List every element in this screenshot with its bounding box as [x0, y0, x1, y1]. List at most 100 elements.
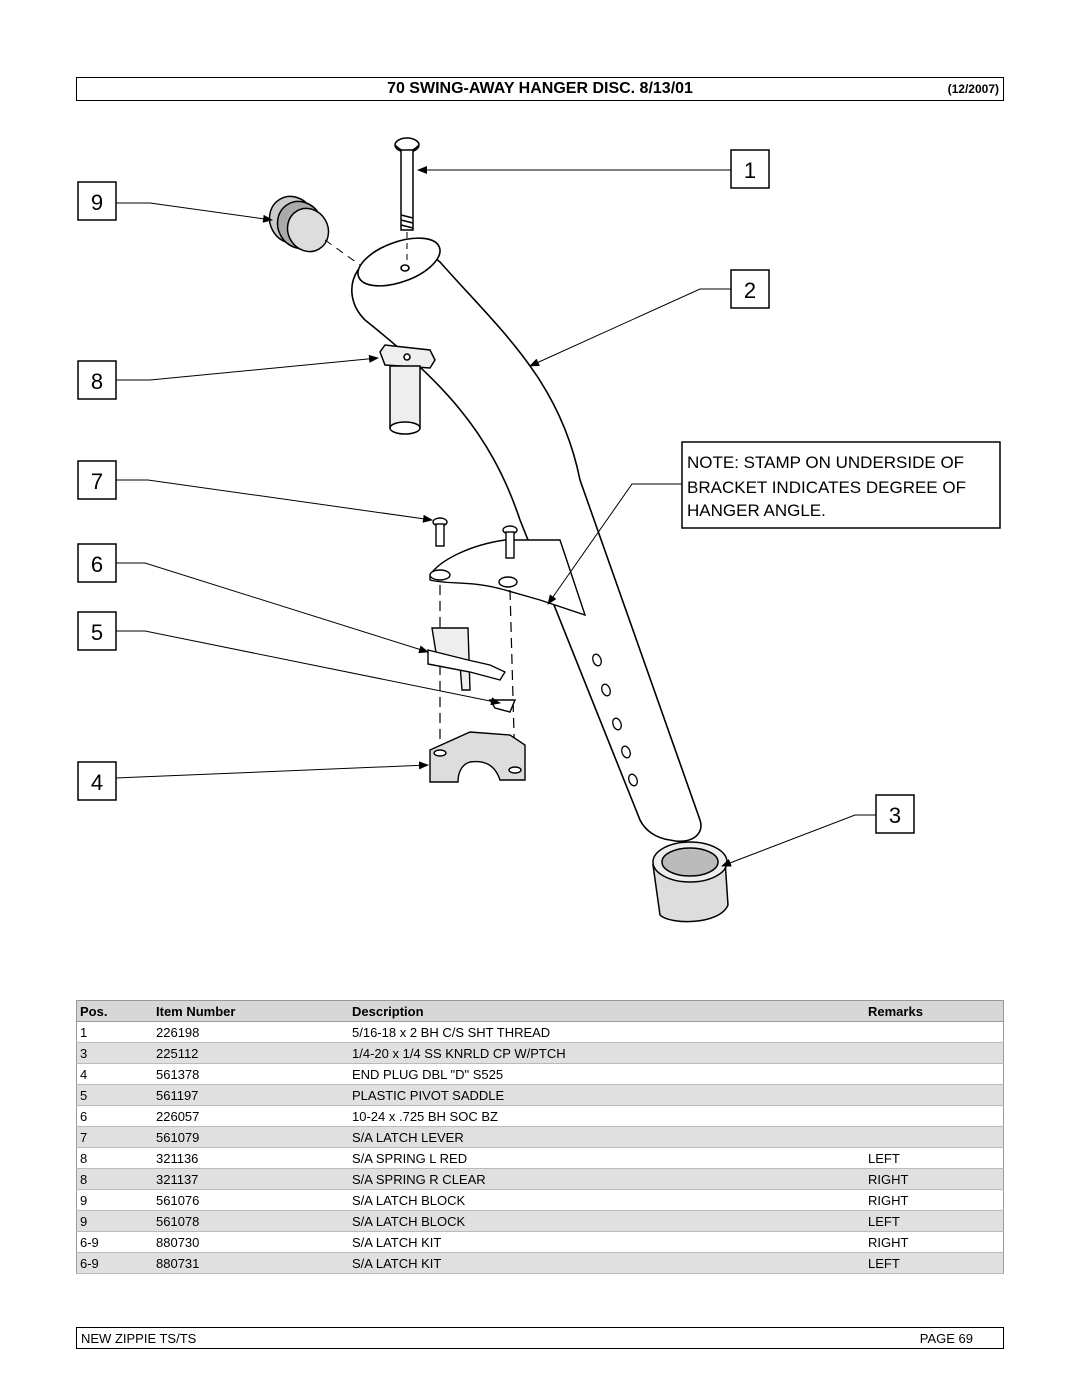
pivot-saddle [429, 731, 526, 783]
cell-remarks [865, 1126, 1004, 1148]
svg-text:1: 1 [744, 158, 756, 183]
bushing [652, 841, 729, 923]
cell-pos: 4 [76, 1063, 153, 1085]
cell-item-number: 561078 [153, 1210, 349, 1232]
svg-text:5: 5 [91, 620, 103, 645]
svg-text:4: 4 [91, 770, 103, 795]
cell-remarks [865, 1042, 1004, 1064]
note-line-3: HANGER ANGLE. [687, 501, 826, 520]
cell-description: PLASTIC PIVOT SADDLE [349, 1084, 865, 1106]
end-plug [268, 195, 330, 253]
cell-item-number: 561079 [153, 1126, 349, 1148]
cell-description: S/A LATCH LEVER [349, 1126, 865, 1148]
latch-block [427, 627, 517, 713]
tube-holes [592, 653, 638, 787]
callout-8: 8 [77, 354, 379, 400]
cell-pos: 6-9 [76, 1231, 153, 1253]
svg-text:3: 3 [889, 803, 901, 828]
cell-item-number: 561076 [153, 1189, 349, 1211]
col-remarks: Remarks [865, 1000, 1004, 1022]
cell-remarks: LEFT [865, 1147, 1004, 1169]
exploded-parts-diagram: 1 2 3 4 5 6 7 8 9 [77, 137, 1001, 923]
callout-9: 9 [77, 181, 273, 223]
revision-date: (12/2007) [947, 82, 999, 96]
callout-3: 3 [721, 794, 915, 867]
cell-item-number: 321136 [153, 1147, 349, 1169]
cell-description: S/A SPRING L RED [349, 1147, 865, 1169]
cell-pos: 9 [76, 1210, 153, 1232]
cell-remarks [865, 1063, 1004, 1085]
cell-pos: 1 [76, 1021, 153, 1043]
note-line-2: BRACKET INDICATES DEGREE OF [687, 478, 966, 497]
cell-remarks: LEFT [865, 1210, 1004, 1232]
cell-pos: 3 [76, 1042, 153, 1064]
cell-pos: 7 [76, 1126, 153, 1148]
cell-item-number: 321137 [153, 1168, 349, 1190]
cell-item-number: 880731 [153, 1252, 349, 1274]
cell-remarks: RIGHT [865, 1168, 1004, 1190]
note-line-1: NOTE: STAMP ON UNDERSIDE OF [687, 453, 964, 472]
col-description: Description [349, 1000, 865, 1022]
cell-item-number: 225112 [153, 1042, 349, 1064]
parts-table-header: Pos. Item Number Description Remarks [76, 1000, 1004, 1022]
callout-6: 6 [77, 543, 429, 654]
svg-text:6: 6 [91, 552, 103, 577]
footer-page: PAGE 69 [919, 1331, 973, 1346]
page-title: 70 SWING-AWAY HANGER DISC. 8/13/01 [387, 80, 693, 97]
cell-item-number: 561197 [153, 1084, 349, 1106]
cell-item-number: 561378 [153, 1063, 349, 1085]
cell-remarks [865, 1021, 1004, 1043]
bolt [394, 137, 420, 231]
cell-description: END PLUG DBL "D" S525 [349, 1063, 865, 1085]
cell-description: S/A LATCH KIT [349, 1231, 865, 1253]
col-item-number: Item Number [153, 1000, 349, 1022]
hanger-tube [351, 237, 702, 842]
cell-item-number: 226198 [153, 1021, 349, 1043]
callout-1: 1 [417, 149, 770, 189]
cell-remarks [865, 1084, 1004, 1106]
cell-pos: 8 [76, 1168, 153, 1190]
cell-description: S/A SPRING R CLEAR [349, 1168, 865, 1190]
footer: NEW ZIPPIE TS/TS PAGE 69 [76, 1327, 1004, 1349]
footer-product: NEW ZIPPIE TS/TS [81, 1331, 197, 1346]
cell-item-number: 226057 [153, 1105, 349, 1127]
cell-remarks: RIGHT [865, 1231, 1004, 1253]
svg-text:7: 7 [91, 469, 103, 494]
cell-pos: 5 [76, 1084, 153, 1106]
col-pos: Pos. [76, 1000, 153, 1022]
svg-text:8: 8 [91, 369, 103, 394]
cap-plug [379, 344, 436, 435]
callout-2: 2 [529, 269, 770, 367]
svg-text:2: 2 [744, 278, 756, 303]
callout-4: 4 [77, 761, 429, 801]
title-bar: 70 SWING-AWAY HANGER DISC. 8/13/01 (12/2… [76, 77, 1004, 101]
cell-item-number: 880730 [153, 1231, 349, 1253]
cell-remarks: LEFT [865, 1252, 1004, 1274]
note-box: NOTE: STAMP ON UNDERSIDE OF BRACKET INDI… [547, 441, 1001, 605]
cell-description: S/A LATCH KIT [349, 1252, 865, 1274]
cell-remarks [865, 1105, 1004, 1127]
cell-description: S/A LATCH BLOCK [349, 1210, 865, 1232]
cell-description: 1/4-20 x 1/4 SS KNRLD CP W/PTCH [349, 1042, 865, 1064]
callout-5: 5 [77, 611, 501, 706]
cell-pos: 9 [76, 1189, 153, 1211]
latch-lever [429, 517, 587, 617]
svg-text:9: 9 [91, 190, 103, 215]
cell-remarks: RIGHT [865, 1189, 1004, 1211]
cell-pos: 6 [76, 1105, 153, 1127]
callout-7: 7 [77, 460, 433, 523]
cell-description: S/A LATCH BLOCK [349, 1189, 865, 1211]
